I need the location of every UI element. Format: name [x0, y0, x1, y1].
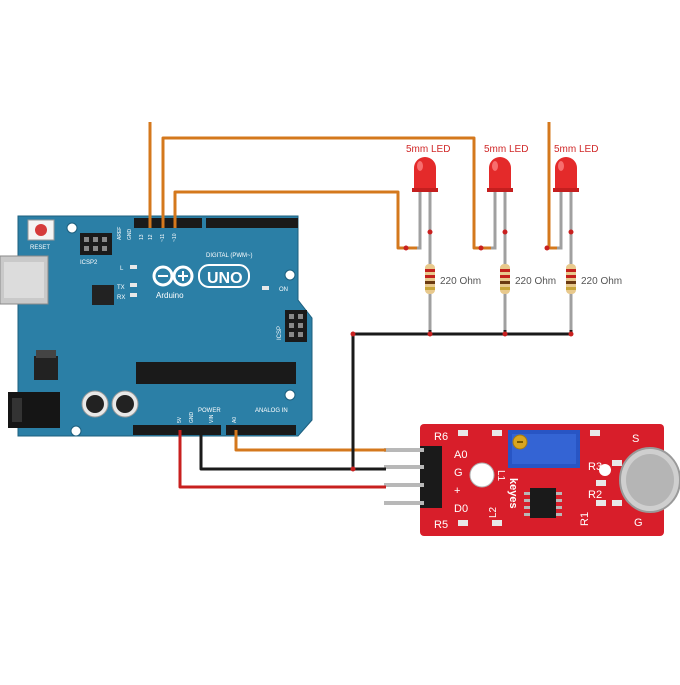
sensor-header	[420, 446, 442, 508]
digital-label: DIGITAL (PWM~)	[206, 253, 253, 259]
uno-badge: UNO	[198, 264, 250, 288]
icsp2-header	[80, 233, 112, 255]
led-3-label: 5mm LED	[554, 144, 598, 155]
led-circuit: 5mm LED 5mm LED 5mm LED 2	[406, 144, 622, 330]
sensor-label-plus: +	[454, 485, 460, 497]
junctions	[350, 229, 574, 472]
sensor-label-a0: A0	[454, 449, 467, 461]
pin-gnd-power-label: GND	[189, 412, 195, 424]
analog-label: ANALOG IN	[255, 408, 288, 414]
resistor-1-label: 220 Ohm	[440, 276, 481, 287]
pin-5v-label: 5V	[177, 416, 183, 423]
analog-header	[226, 425, 296, 435]
usb-chip	[92, 285, 114, 305]
resistor-3	[566, 232, 576, 330]
potentiometer	[508, 430, 580, 468]
pin-11-label: ~11	[160, 234, 166, 242]
on-label: ON	[279, 287, 288, 293]
led-2	[481, 157, 513, 250]
wire-ground-resistors	[430, 330, 573, 336]
model-label: UNO	[207, 270, 243, 287]
capacitors	[81, 390, 139, 418]
regulator-chip	[34, 356, 58, 380]
pin-a0-label: A0	[232, 417, 238, 423]
resistor-1	[425, 232, 435, 330]
icsp2-label: ICSP2	[80, 260, 98, 266]
wire-a0-sensor	[234, 430, 386, 452]
arduino-uno-board: RESET ICSP2 AREF GND 13 12 ~11 ~10 DIGIT…	[0, 215, 313, 437]
sensor-label-l2: L2	[488, 506, 499, 518]
sensor-label-l1: L1	[495, 470, 506, 482]
brand-label: Arduino	[156, 291, 184, 300]
wire-gnd-sensor	[199, 430, 386, 471]
pin-aref-label: AREF	[117, 227, 123, 240]
led-2-label: 5mm LED	[484, 144, 528, 155]
led-l-label: L	[120, 266, 124, 272]
tx-label: TX	[117, 285, 125, 291]
sensor-label-r2: R2	[588, 489, 602, 501]
digital-header	[134, 218, 298, 228]
sensor-label-g: G	[454, 467, 463, 479]
resistor-3-label: 220 Ohm	[581, 276, 622, 287]
sensor-label-g-right-2: G	[634, 517, 643, 529]
pin-12-label: 12	[148, 234, 154, 240]
sensor-label-d0: D0	[454, 503, 468, 515]
resistor-2	[500, 232, 510, 330]
main-chip	[136, 362, 296, 384]
sensor-label-r3: R3	[588, 461, 602, 473]
sound-sensor-module: R6 A0 G + D0 R5 R3 R2 R1 S G G L1 L2 key…	[384, 424, 680, 536]
resistor-2-label: 220 Ohm	[515, 276, 556, 287]
led-1	[406, 157, 438, 250]
icsp-label: ICSP	[277, 326, 283, 340]
reset-button	[27, 219, 55, 241]
rx-label: RX	[117, 295, 125, 301]
sensor-brand: keyes	[507, 478, 519, 509]
sensor-label-s: S	[632, 433, 639, 445]
sensor-chip	[524, 488, 562, 518]
pin-10-label: ~10	[172, 233, 178, 242]
pin-vin-label: VIN	[209, 414, 215, 423]
sensor-label-r5: R5	[434, 519, 448, 531]
power-header	[133, 425, 221, 435]
sensor-label-r6: R6	[434, 431, 448, 443]
reset-label: RESET	[30, 245, 50, 251]
microphone	[619, 447, 680, 513]
pin-gnd-label: GND	[127, 229, 133, 241]
wire-5v-sensor	[178, 430, 386, 489]
sensor-label-r1: R1	[579, 512, 591, 526]
led-1-label: 5mm LED	[406, 144, 450, 155]
arduino-logo	[152, 265, 194, 287]
icsp-header	[285, 310, 307, 342]
pin-13-label: 13	[139, 234, 145, 240]
led-3	[547, 157, 579, 250]
power-label: POWER	[198, 408, 221, 414]
